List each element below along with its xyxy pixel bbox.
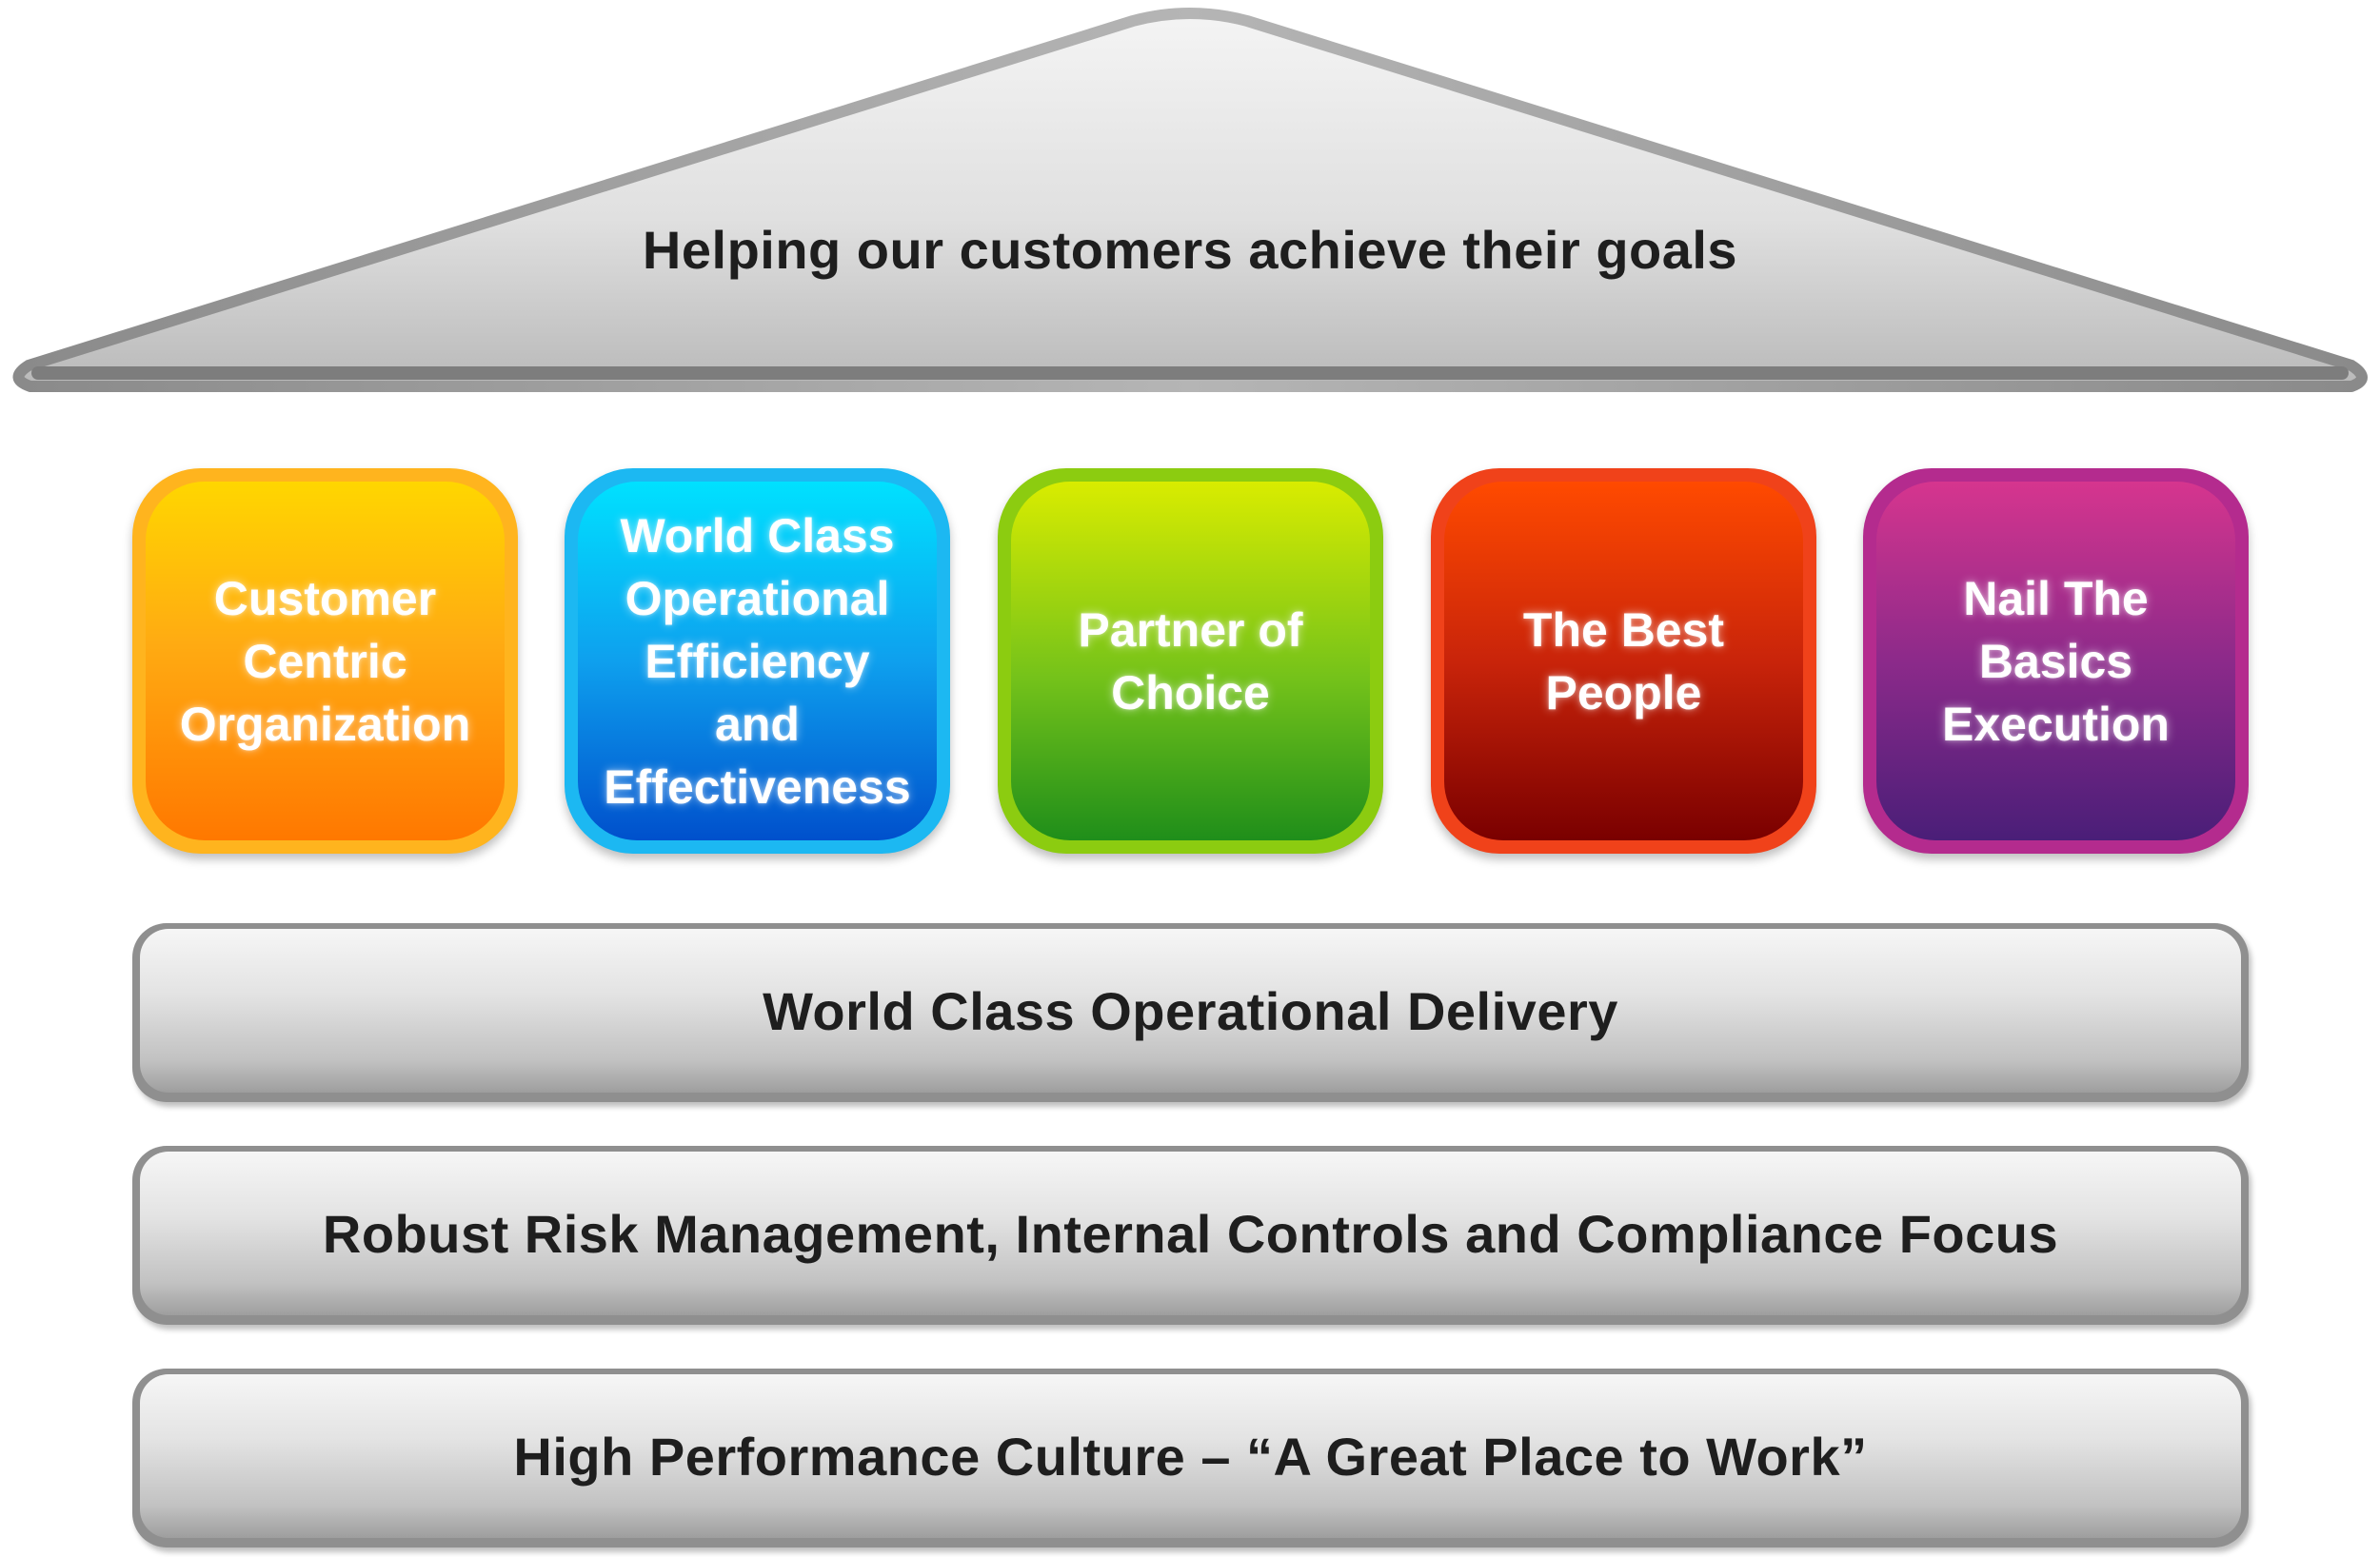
foundation-operational-delivery: World Class Operational Delivery [132, 923, 2249, 1102]
foundation-face: World Class Operational Delivery [140, 929, 2241, 1093]
pillar-label: Partner of Choice [1078, 602, 1303, 719]
foundation-risk-management: Robust Risk Management, Internal Control… [132, 1146, 2249, 1325]
foundation-face: High Performance Culture – “A Great Plac… [140, 1374, 2241, 1538]
pillar-label: Customer Centric Organization [179, 571, 471, 751]
pillar-world-class-operational-efficiency: World Class Operational Efficiency and E… [565, 468, 950, 854]
pillar-face: The Best People [1444, 482, 1803, 840]
pillar-customer-centric-organization: Customer Centric Organization [132, 468, 518, 854]
foundation-high-performance-culture: High Performance Culture – “A Great Plac… [132, 1369, 2249, 1547]
foundation-label: Robust Risk Management, Internal Control… [322, 1203, 2059, 1264]
pillar-face: Nail The Basics Execution [1876, 482, 2235, 840]
roof-title: Helping our customers achieve their goal… [642, 220, 1738, 280]
pillar-face: World Class Operational Efficiency and E… [578, 482, 937, 840]
pillar-the-best-people: The Best People [1431, 468, 1816, 854]
pillar-face: Partner of Choice [1011, 482, 1370, 840]
pillar-label: Nail The Basics Execution [1942, 571, 2170, 751]
foundation-label: High Performance Culture – “A Great Plac… [513, 1426, 1868, 1487]
pillar-label: World Class Operational Efficiency and E… [604, 508, 911, 814]
pillar-label: The Best People [1522, 602, 1725, 719]
foundation-label: World Class Operational Delivery [763, 980, 1618, 1041]
pillar-partner-of-choice: Partner of Choice [998, 468, 1383, 854]
pillar-face: Customer Centric Organization [146, 482, 505, 840]
pillar-nail-the-basics-execution: Nail The Basics Execution [1863, 468, 2249, 854]
roof-shape [12, 8, 2368, 392]
foundation-face: Robust Risk Management, Internal Control… [140, 1152, 2241, 1315]
